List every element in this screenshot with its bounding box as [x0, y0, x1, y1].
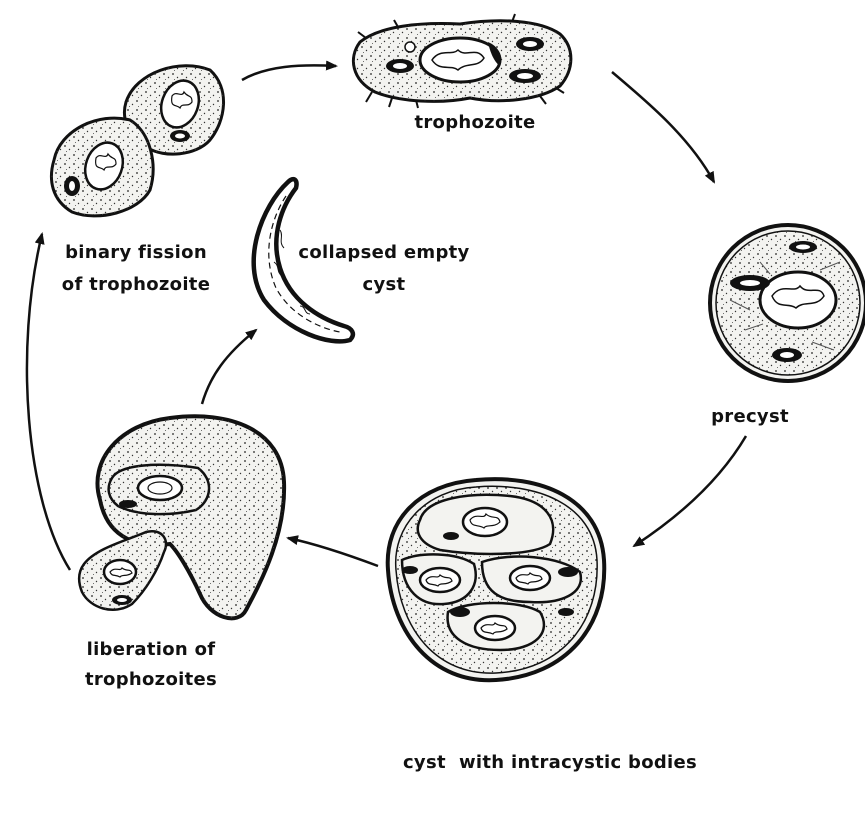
liberation-cell: [79, 416, 284, 618]
trophozoite-cell: [353, 14, 570, 108]
life-cycle-diagram: trophozoite precyst cyst with intracysti…: [0, 0, 865, 737]
binary-fission-cells: [51, 66, 223, 216]
label-trophozoite: trophozoite: [390, 112, 560, 133]
arrow-precyst-to-cyst: [634, 436, 746, 546]
arrow-trophozoite-to-precyst: [612, 72, 714, 182]
cyst-cell: [388, 479, 605, 680]
diagram-canvas: [0, 0, 865, 737]
precyst-cell: [710, 225, 865, 381]
label-cyst-with-intracystic-bodies: cyst with intracystic bodies: [360, 710, 740, 815]
arrow-liberation-to-collapsed: [202, 330, 256, 404]
label-precyst: precyst: [690, 406, 810, 427]
label-liberation-of-trophozoites: liberation of trophozoites: [66, 635, 236, 695]
arrow-cyst-to-liberation: [288, 538, 378, 566]
label-binary-fission-of-trophozoite: binary fission of trophozoite: [36, 237, 236, 301]
label-collapsed-empty-cyst: collapsed empty cyst: [284, 237, 484, 301]
arrow-fission-to-trophozoite: [242, 65, 336, 80]
